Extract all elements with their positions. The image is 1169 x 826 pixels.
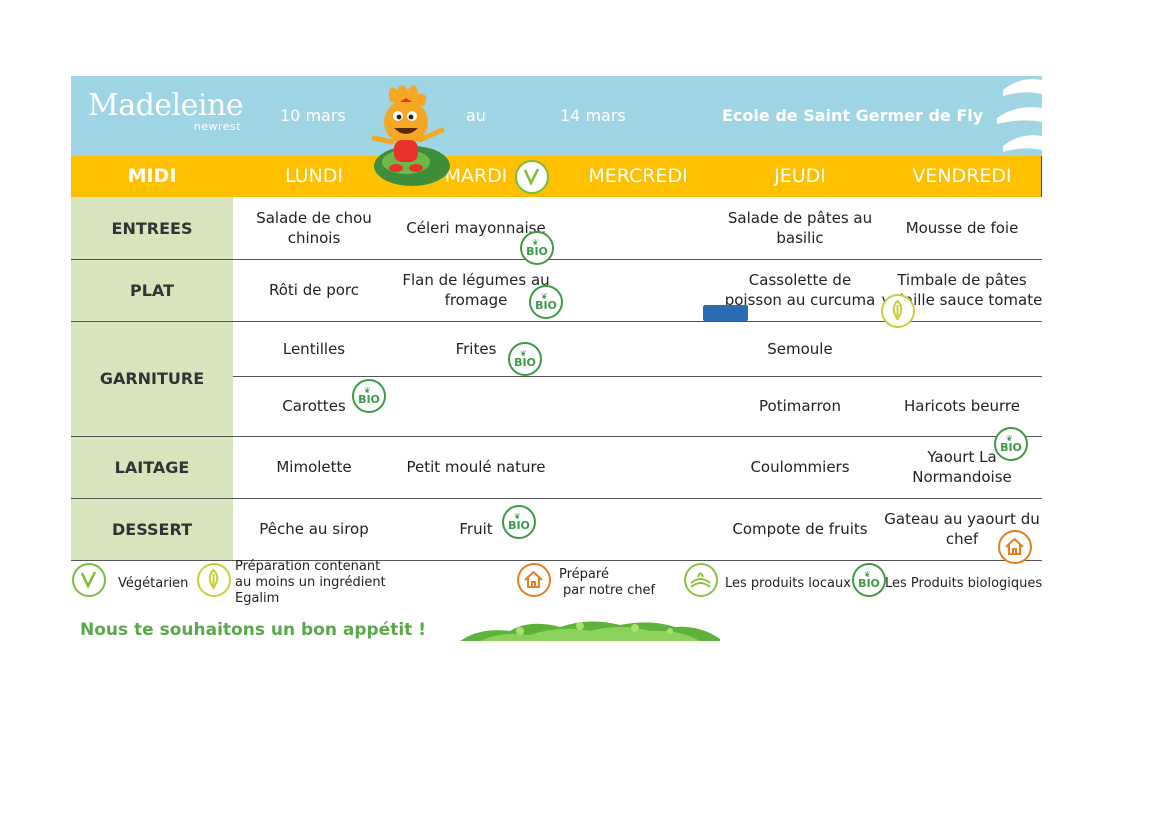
chef-house-icon [998, 530, 1032, 564]
chef-house-icon [517, 563, 551, 597]
legend-egalim: Préparation contenant au moins un ingréd… [235, 559, 386, 607]
legend-vegetarian: Végétarien [118, 576, 189, 591]
menu-cell-dessert-lundi: Pêche au sirop [259, 520, 369, 538]
menu-cell-garniture2-jeudi: Potimarron [759, 397, 841, 415]
menu-cell-garniture-mardi: Frites [455, 339, 497, 358]
menu-cell-dessert-mardi: Fruit [459, 520, 493, 538]
row-label-dessert: DESSERT [112, 519, 192, 539]
vegetarian-icon [72, 563, 106, 597]
bio-icon: ❦BIO [352, 379, 386, 413]
menu-cell-plat-mardi: Flan de légumes au fromage [402, 271, 550, 309]
bio-icon: ❦BIO [529, 285, 563, 319]
menu-cell-laitage-vendredi: Yaourt La Normandoise [912, 448, 1012, 486]
bio-icon-label: BIO [858, 576, 880, 590]
bio-icon: ❦BIO [994, 427, 1028, 461]
legend-bio: Les Produits biologiques [885, 576, 1043, 591]
menu-cell-entrees-lundi: Salade de chou chinois [256, 209, 372, 247]
menu-cell-garniture2-lundi: Carottes [282, 397, 346, 415]
logo-sub: newrest [193, 120, 242, 133]
menu-cell-entrees-mercredi [557, 197, 719, 259]
menu-cell-dessert-mercredi [557, 498, 719, 560]
bio-icon-label: BIO [535, 298, 557, 312]
menu-cell-entrees-vendredi: Mousse de foie [905, 219, 1019, 237]
menu-cell-garniture-vendredi [881, 321, 1043, 376]
menu-cell-dessert-vendredi: Gateau au yaourt du chef [884, 510, 1040, 548]
bio-icon-label: BIO [1000, 440, 1022, 454]
legend-egalim-line2: au moins un ingrédient [235, 575, 386, 590]
menu-cell-entrees-jeudi: Salade de pâtes au basilic [727, 209, 873, 247]
day-bar [71, 156, 1042, 197]
menu-cell-garniture2-mercredi [557, 376, 719, 436]
bio-icon-label: BIO [508, 518, 530, 532]
menu-cell-laitage-jeudi: Coulommiers [750, 458, 850, 476]
row-labels-column [71, 197, 233, 560]
bio-icon-label: BIO [514, 355, 536, 369]
menu-cell-plat-jeudi: Cassolette de poisson au curcuma [724, 271, 876, 309]
wave-decoration-icon [997, 79, 1042, 152]
day-tuesday: MARDI [444, 165, 508, 187]
bio-icon: ❦BIO [502, 505, 536, 539]
menu-cell-garniture-jeudi: Semoule [767, 339, 833, 358]
local-products-icon [684, 563, 718, 597]
menu-cell-laitage-mardi: Petit moulé nature [406, 458, 546, 476]
egalim-icon [881, 294, 915, 328]
legend-local: Les produits locaux [725, 576, 851, 591]
bio-icon: ❦BIO [852, 563, 886, 597]
row-label-entrees: ENTREES [111, 218, 193, 238]
legend-chef-line2: par notre chef [563, 583, 656, 598]
header-banner [71, 76, 1042, 156]
row-divider [71, 498, 1042, 499]
menu-cell-entrees-mardi: Céleri mayonnaise [406, 219, 546, 237]
legend-egalim-line3: Egalim [235, 591, 280, 606]
day-monday: LUNDI [285, 165, 343, 187]
menu-cell-garniture2-vendredi: Haricots beurre [904, 397, 1020, 415]
foliage-decoration-icon [460, 621, 720, 641]
bon-appetit-message: Nous te souhaitons un bon appétit ! [80, 620, 426, 640]
school-name: Ecole de Saint Germer de Fly [722, 106, 984, 125]
date-from: 10 mars [280, 106, 346, 125]
egalim-icon [197, 563, 231, 597]
row-divider [71, 259, 1042, 260]
legend-chef-line1: Préparé [559, 567, 609, 582]
row-divider [233, 376, 1042, 377]
legend-chef: Préparé par notre chef [559, 567, 655, 599]
row-label-garniture: GARNITURE [99, 369, 205, 388]
menu-cell-dessert-jeudi: Compote de fruits [732, 520, 868, 538]
mascot-icon [371, 84, 450, 186]
date-separator: au [466, 106, 486, 125]
bio-icon-label: BIO [526, 244, 548, 258]
day-friday: VENDREDI [912, 165, 1012, 187]
logo-brand: Madeleine [88, 88, 244, 123]
row-divider [71, 321, 1042, 322]
bio-icon: ❦BIO [520, 231, 554, 265]
menu-cell-plat-mercredi [557, 259, 719, 321]
row-divider [71, 436, 1042, 437]
menu-cell-garniture-mercredi [557, 321, 719, 376]
menu-cell-laitage-mercredi [557, 436, 719, 498]
bio-icon-label: BIO [358, 392, 380, 406]
menu-cell-garniture-lundi: Lentilles [282, 339, 346, 358]
day-thursday: JEUDI [774, 165, 826, 187]
row-label-plat: PLAT [130, 280, 174, 300]
vegetarian-day-icon [515, 160, 549, 194]
date-to: 14 mars [560, 106, 626, 125]
bio-icon: ❦BIO [508, 342, 542, 376]
menu-cell-garniture2-mardi [395, 376, 557, 436]
menu-cell-laitage-lundi: Mimolette [276, 458, 352, 476]
legend-egalim-line1: Préparation contenant [235, 559, 381, 574]
menu-cell-plat-lundi: Rôti de porc [268, 281, 360, 299]
row-label-laitage: LAITAGE [114, 457, 190, 477]
menu-cell-plat-vendredi: Timbale de pâtes volaille sauce tomate [881, 271, 1043, 309]
madeleine-logo: Madeleine newrest [88, 88, 244, 134]
meal-label: MIDI [127, 165, 177, 187]
day-wednesday: MERCREDI [588, 165, 688, 187]
msc-label-icon [703, 305, 748, 321]
row-divider [71, 560, 1042, 561]
